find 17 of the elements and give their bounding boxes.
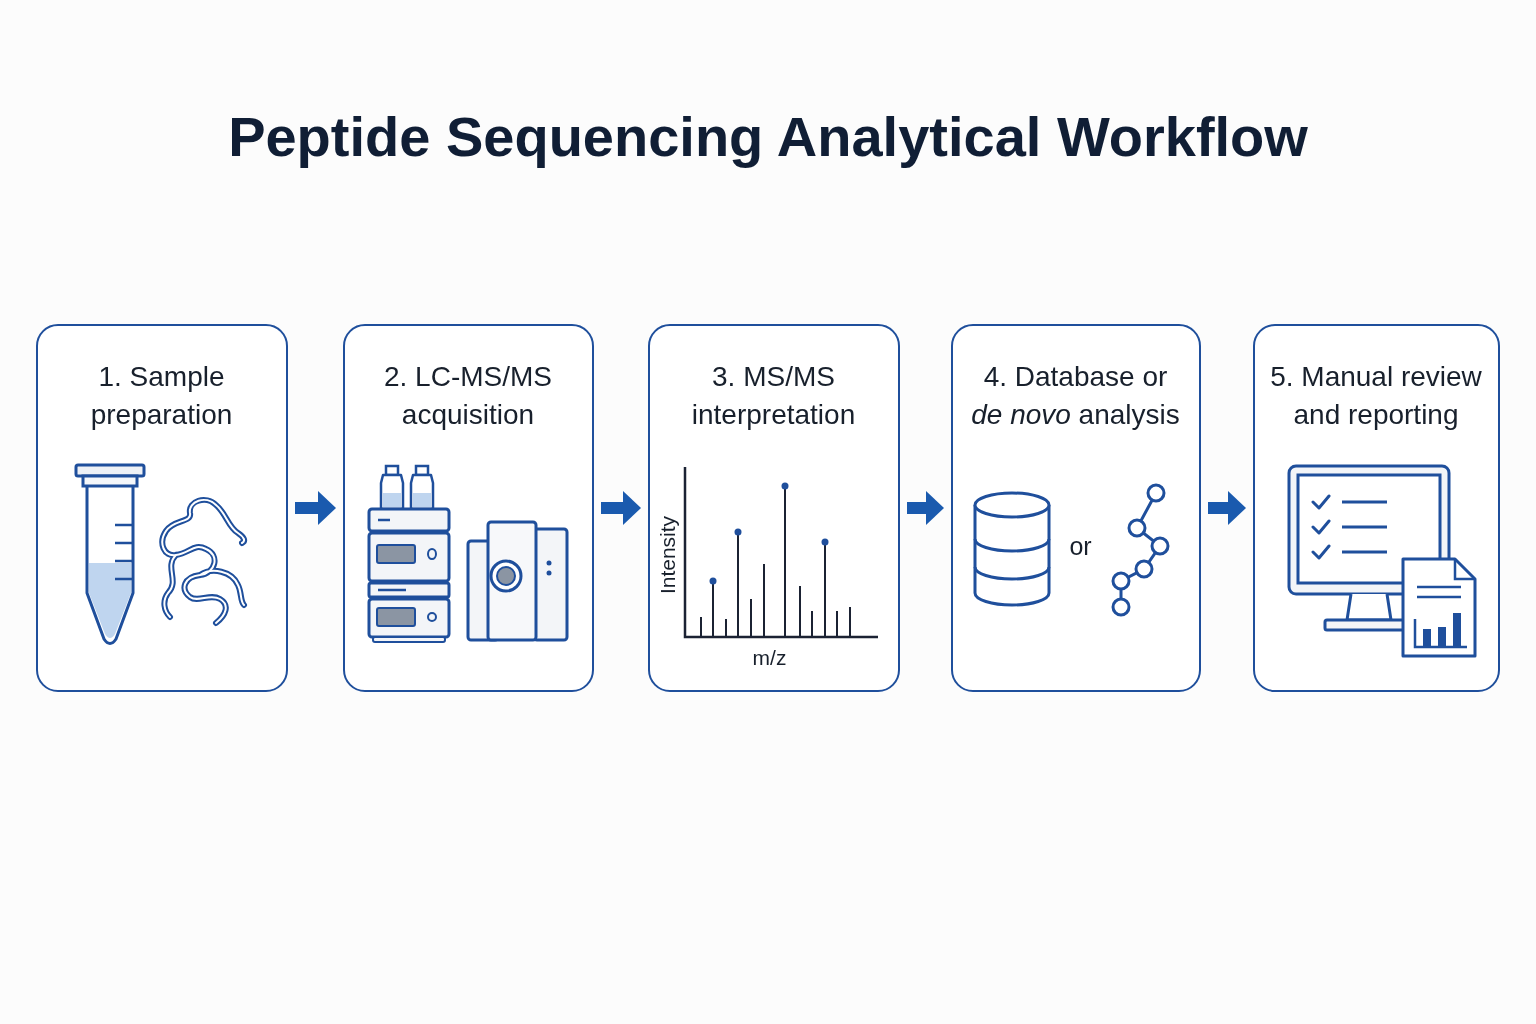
step-card [36,324,288,692]
arrow [601,491,641,525]
step-card [1253,324,1500,692]
arrow [295,491,336,525]
step-title: 1. Sample preparation [89,360,234,432]
step-title: 5. Manual review and reporting [1269,360,1483,432]
step-card [951,324,1201,692]
step-title: 3. MS/MS interpretation [690,360,857,432]
diagram-title: Peptide Sequencing Analytical Workflow [227,104,1309,170]
arrow [907,491,944,525]
axis-label: Intensity [656,515,677,594]
arrow [1208,491,1246,525]
axis-label: m/z [752,646,787,667]
step-title: 2. LC-MS/MS acquisition [383,360,553,432]
step-card [343,324,594,692]
text-label: or [1069,533,1092,558]
step-title: 4. Database or de novo analysis [970,360,1181,432]
